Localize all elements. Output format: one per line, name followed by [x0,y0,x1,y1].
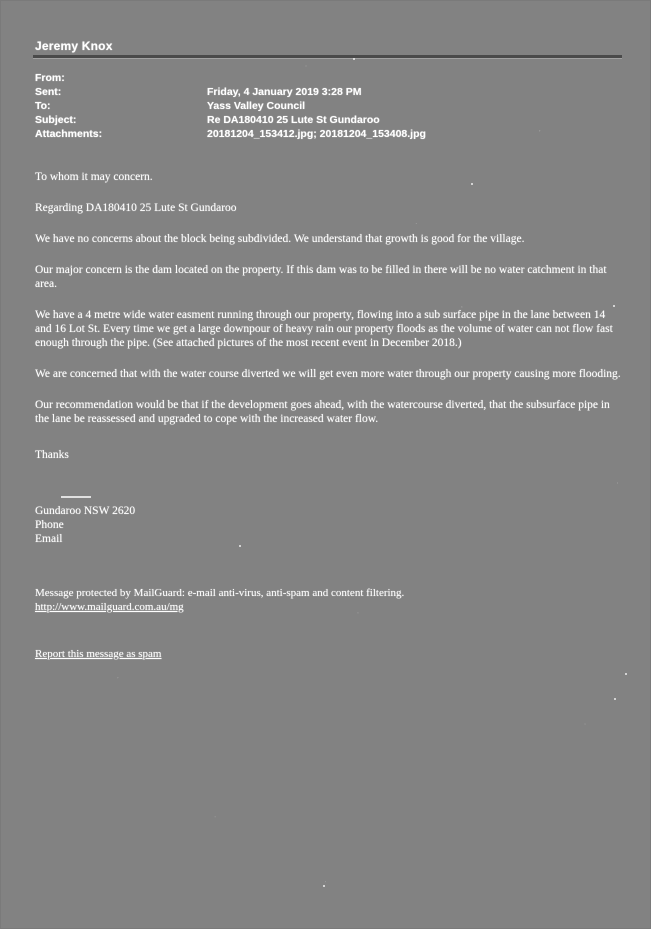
body-paragraph: We are concerned that with the water cou… [35,368,621,380]
header-row-subject: Subject: Re DA180410 25 Lute St Gundaroo [35,114,426,128]
redacted-email-address [62,534,182,543]
scan-artifact [353,58,355,60]
header-divider [33,55,622,58]
header-row-to: To: Yass Valley Council [35,100,426,114]
subject-label: Subject: [35,114,77,126]
signature-phone: Phone [35,518,622,532]
attachments-label: Attachments: [35,128,103,140]
scan-artifact [614,698,616,700]
sent-label: Sent: [35,86,62,98]
subject-value: Re DA180410 25 Lute St Gundaroo [207,114,380,126]
redacted-sender-address [207,73,417,82]
mailguard-footer: Message protected by MailGuard: e-mail a… [35,586,622,614]
phone-label: Phone [35,519,64,531]
body-paragraph: We have no concerns about the block bein… [35,233,525,245]
from-value [207,72,426,86]
signature-closing: Thanks [35,449,69,461]
email-label: Email [35,533,63,545]
scan-artifact [613,305,615,307]
body-paragraph: Our major concern is the dam located on … [35,264,607,290]
mailguard-notice: Message protected by MailGuard: e-mail a… [35,587,405,599]
body-paragraph: We have a 4 metre wide water easment run… [35,309,613,349]
signature-spacer [35,462,622,476]
mailguard-url-link[interactable]: http://www.mailguard.com.au/mg [35,601,184,613]
sent-value: Friday, 4 January 2019 3:28 PM [207,86,362,98]
to-label: To: [35,100,51,112]
scan-artifact [323,885,325,887]
body-greeting: To whom it may concern. [35,171,153,183]
scan-artifact [471,183,473,185]
scan-artifact [239,545,241,547]
signature-locality: Gundaroo NSW 2620 [35,505,136,517]
redacted-signature-name [35,476,622,490]
redacted-phone-number [64,520,144,529]
sender-name: Jeremy Knox [35,39,113,53]
signature-block: Thanks Gundaroo NSW 2620 Phone Email [35,448,622,546]
body-regarding: Regarding DA180410 25 Lute St Gundaroo [35,202,237,214]
scan-artifact [625,673,627,675]
redacted-signature-address [35,490,622,504]
header-row-attachments: Attachments: 20181204_153412.jpg; 201812… [35,128,426,142]
attachments-value[interactable]: 20181204_153412.jpg; 20181204_153408.jpg [207,128,426,140]
report-spam-link[interactable]: Report this message as spam [35,648,162,660]
body-paragraph: Our recommendation would be that if the … [35,399,610,425]
to-value: Yass Valley Council [207,100,306,112]
email-header-fields: From: Sent: Friday, 4 January 2019 3:28 … [35,72,426,142]
email-body: To whom it may concern. Regarding DA1804… [35,170,622,426]
header-row-from: From: [35,72,426,86]
signature-email: Email [35,532,622,546]
from-label: From: [35,72,65,84]
spam-report-container: Report this message as spam [35,648,622,660]
header-row-sent: Sent: Friday, 4 January 2019 3:28 PM [35,86,426,100]
